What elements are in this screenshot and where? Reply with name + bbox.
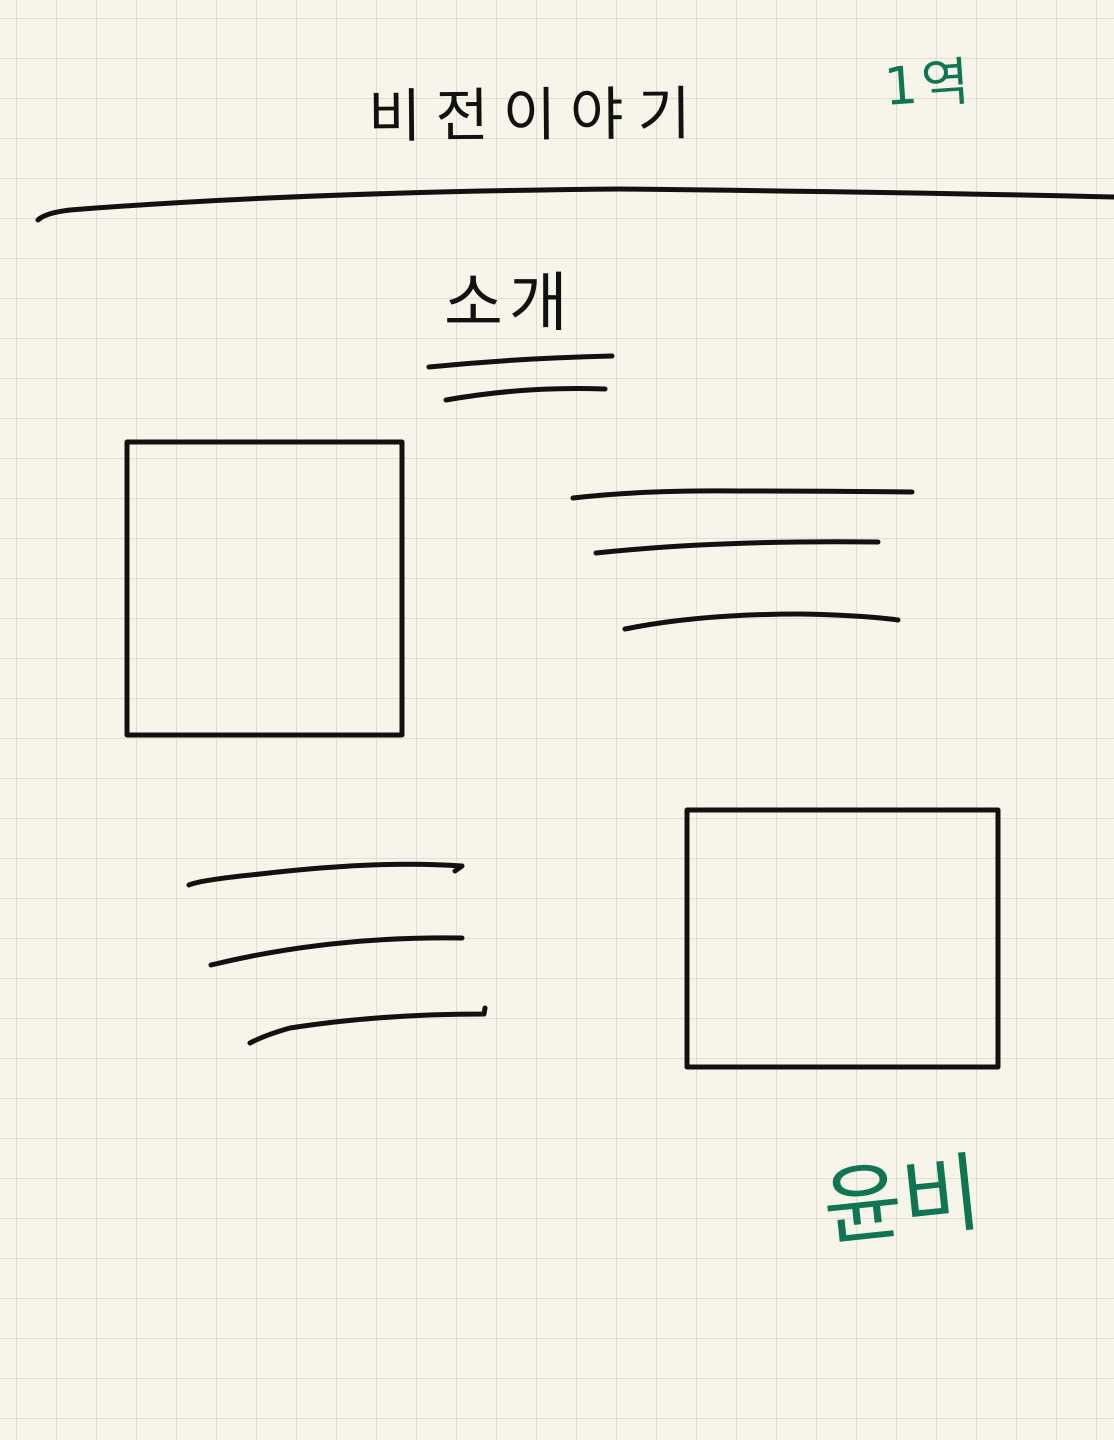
- text-line-placeholder: [186, 861, 465, 888]
- text-line-placeholder: [593, 539, 881, 556]
- author-signature: 윤비: [818, 1142, 986, 1259]
- text-line-placeholder: [570, 488, 915, 501]
- text-line-placeholder: [622, 611, 901, 632]
- image-placeholder-top-left: [124, 439, 405, 738]
- section-heading: 소개: [444, 267, 574, 341]
- text-line-placeholder: [208, 935, 465, 968]
- text-line-placeholder: [247, 1005, 488, 1046]
- heading-underline-2: [443, 385, 608, 403]
- image-placeholder-bottom-right: [684, 807, 1001, 1070]
- page-number: 1역: [882, 51, 976, 119]
- heading-underline-1: [426, 353, 615, 370]
- header-divider-line: [35, 186, 1114, 223]
- page-title: 비전이야기: [367, 79, 706, 151]
